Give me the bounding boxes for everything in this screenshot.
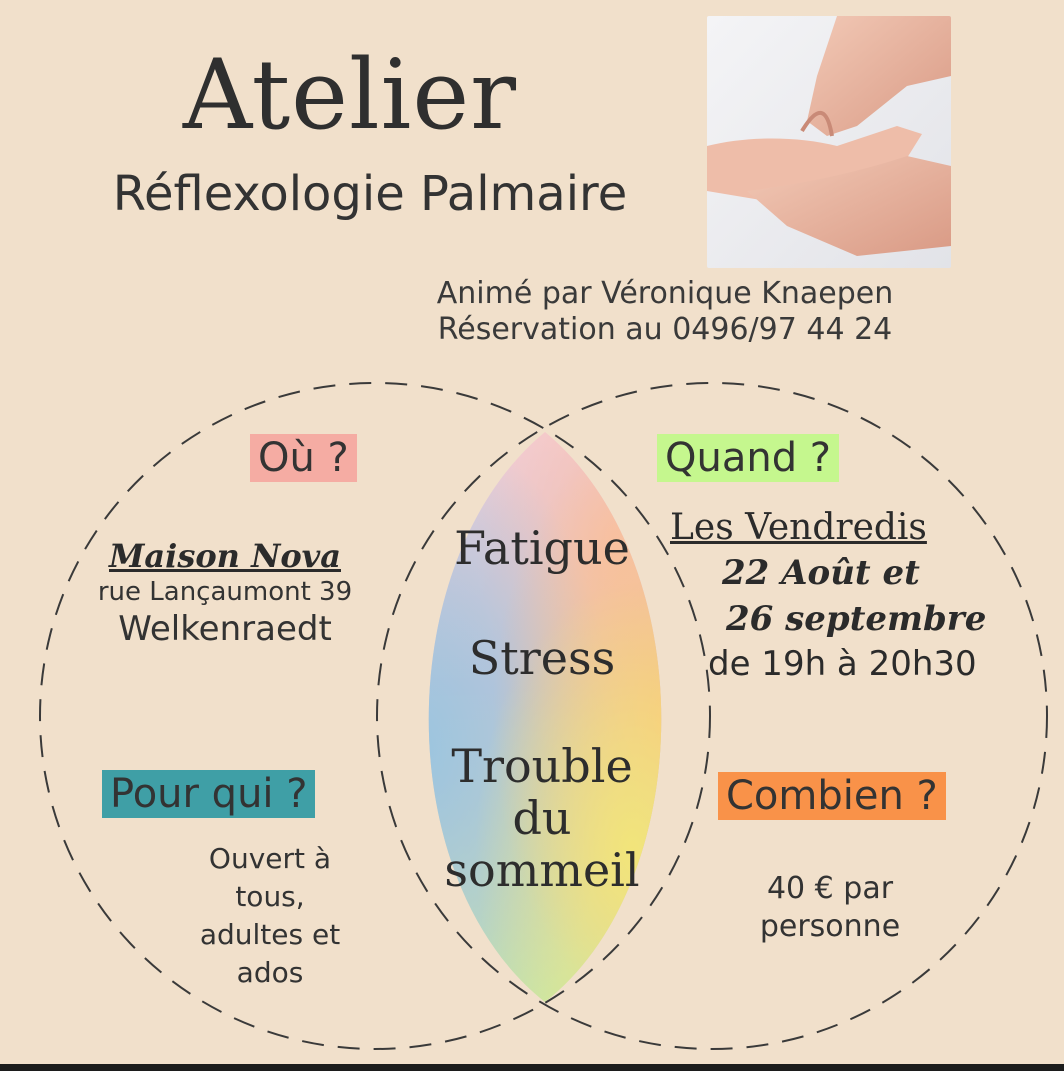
when-date-2: 26 septembre (726, 599, 987, 639)
center-word-sleep-2: du (512, 791, 572, 845)
price-line-1: 40 € par (766, 871, 894, 906)
venue-city: Welkenraedt (118, 609, 332, 649)
page-title: Atelier (182, 39, 518, 151)
for-who-line-1: Ouvert à (208, 842, 332, 875)
for-who-block: Ouvert à tous, adultes et ados (170, 840, 370, 992)
where-label: Où ? (250, 434, 357, 482)
for-who-label: Pour qui ? (102, 770, 316, 818)
for-who-line-3: adultes et (199, 918, 341, 951)
host-line: Animé par Véronique Knaepen (436, 276, 894, 311)
venn-circle-left (39, 382, 711, 1050)
price-line-2: personne (759, 909, 901, 944)
where-block: Maison Nova rue Lançaumont 39 Welkenraed… (60, 536, 390, 650)
center-word-sleep: Trouble du sommeil (382, 740, 702, 896)
price-block: 40 € par personne (720, 870, 940, 946)
venue-name: Maison Nova (109, 537, 341, 575)
page-subtitle: Réflexologie Palmaire (112, 166, 628, 222)
booking-line: Réservation au 0496/97 44 24 (437, 312, 893, 347)
when-hours: de 19h à 20h30 (708, 644, 977, 684)
center-word-sleep-3: sommeil (444, 843, 640, 897)
when-block: Les Vendredis 22 Août et 26 septembre de… (660, 506, 1040, 686)
when-date-1: 22 Août et (722, 553, 920, 593)
contact-block: Animé par Véronique Knaepen Réservation … (380, 276, 950, 348)
venn-circle-right (376, 382, 1048, 1050)
venue-street: rue Lançaumont 39 (97, 577, 353, 607)
for-who-line-2: tous, (235, 880, 305, 913)
center-word-stress: Stress (468, 631, 616, 685)
when-days: Les Vendredis (670, 507, 927, 548)
bottom-border (0, 1064, 1064, 1071)
center-word-sleep-1: Trouble (451, 739, 633, 793)
hands-massage-photo (707, 16, 951, 268)
for-who-line-4: ados (236, 956, 304, 989)
price-label: Combien ? (718, 772, 946, 820)
when-label: Quand ? (657, 434, 840, 482)
center-word-fatigue: Fatigue (454, 521, 630, 575)
